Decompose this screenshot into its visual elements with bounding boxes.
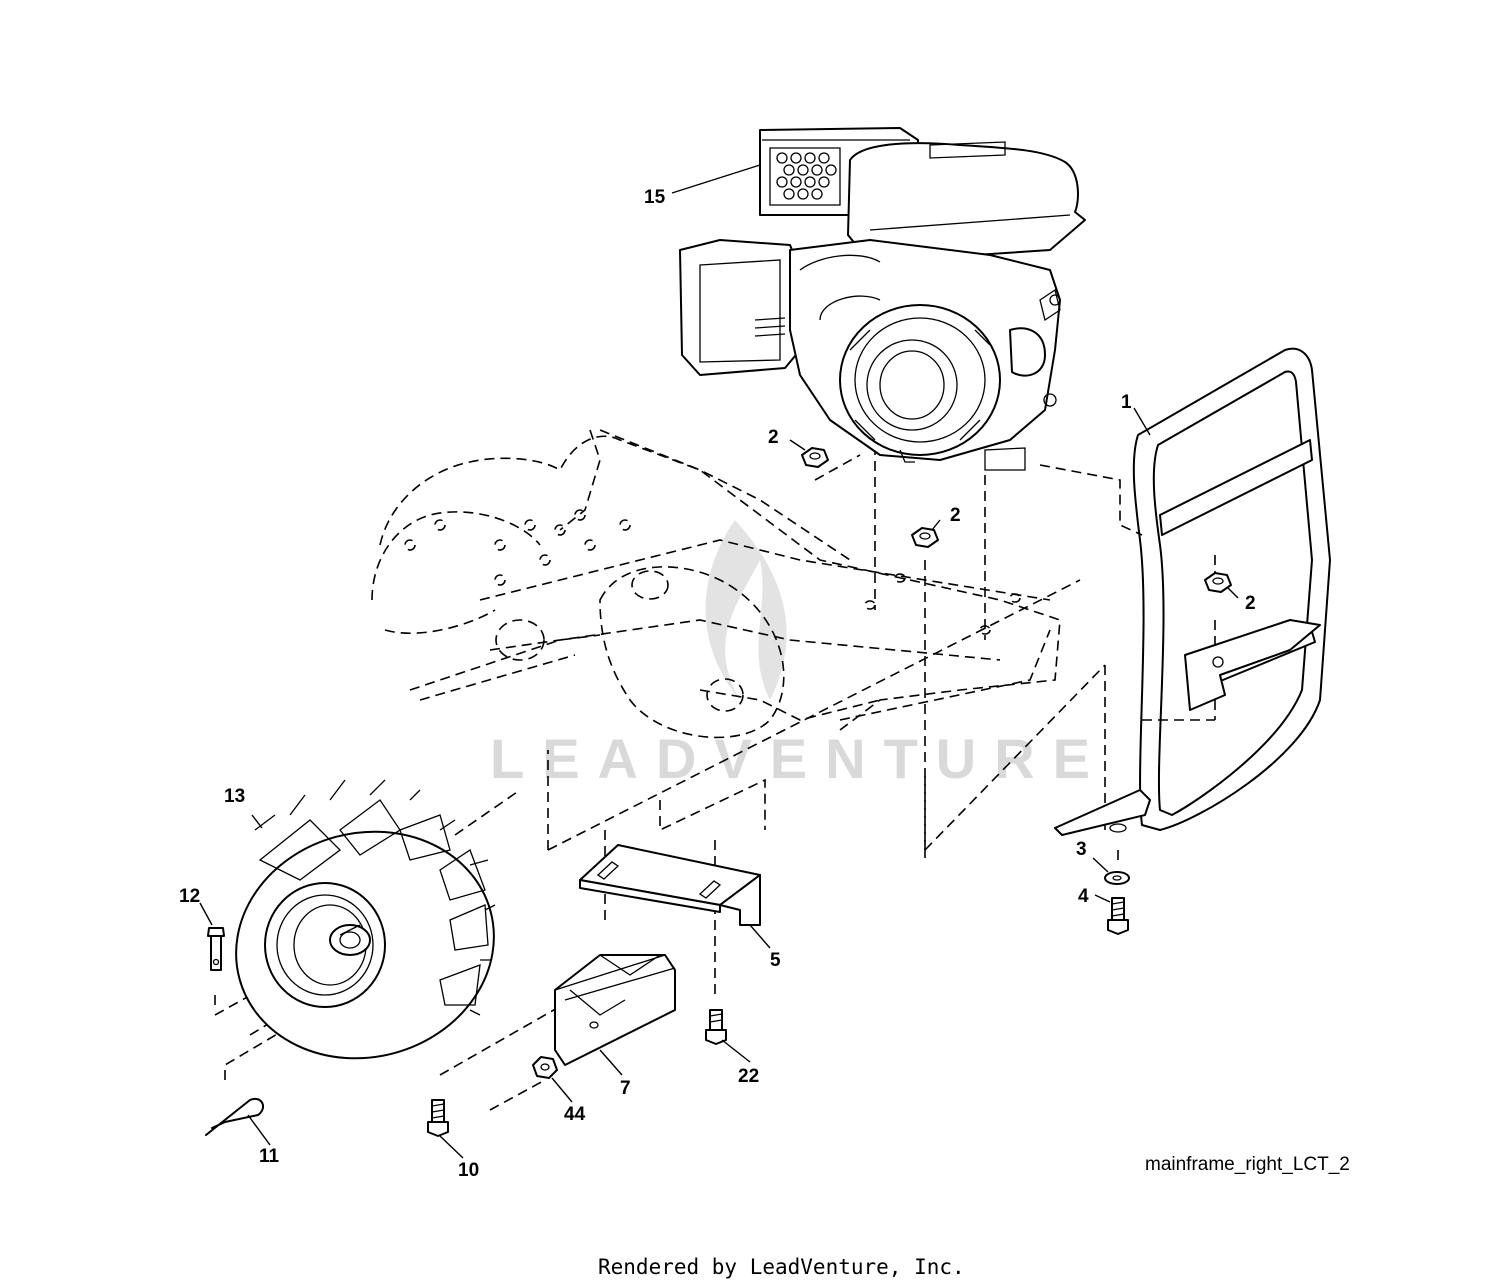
- flat-washer: [1104, 871, 1130, 885]
- callout-nut-engine-center: 2: [950, 505, 961, 526]
- diagram-caption: mainframe_right_LCT_2: [1145, 1154, 1350, 1175]
- callout-bolt-bumper: 4: [1078, 886, 1089, 907]
- wheel-weight: [554, 954, 676, 1066]
- tiller-frame-ghost: [371, 429, 1061, 739]
- callout-weight: 7: [620, 1078, 631, 1099]
- callout-bolt-wheel: 10: [458, 1160, 479, 1181]
- callout-hairpin-clip: 11: [259, 1146, 280, 1167]
- callout-nut-engine-left: 2: [768, 427, 779, 448]
- callout-labels: 15 1 2 2 2 3 4 5 7 22 44 13 12 11 10: [179, 187, 1256, 1181]
- hex-nut-bumper: [1204, 572, 1232, 593]
- bumper-frame: [1054, 347, 1331, 836]
- hairpin-clip: [205, 1097, 265, 1136]
- watermark: LEADVENTURE: [490, 520, 1108, 790]
- callout-bumper: 1: [1121, 392, 1132, 413]
- callout-bolt-bracket: 22: [738, 1066, 759, 1087]
- hex-nut-weight: [532, 1056, 558, 1079]
- hex-bolt-wheel: [427, 1099, 449, 1137]
- callout-bracket: 5: [770, 950, 781, 971]
- weight-bracket: [579, 844, 761, 926]
- wheel-assembly: [235, 779, 496, 1060]
- footer-credit: Rendered by LeadVenture, Inc.: [598, 1255, 965, 1279]
- callout-nut-bumper: 2: [1245, 593, 1256, 614]
- leader-lines: [199, 164, 1239, 1159]
- air-filter-honeycomb: [769, 147, 841, 206]
- hex-nut-engine-left: [801, 447, 829, 468]
- hex-nut-engine-center: [911, 527, 939, 548]
- hex-bolt-bumper: [1107, 897, 1129, 935]
- callout-nut-weight: 44: [564, 1104, 586, 1125]
- callout-engine: 15: [644, 187, 666, 208]
- clevis-pin: [207, 927, 225, 971]
- callout-pin: 12: [179, 886, 200, 907]
- watermark-text: LEADVENTURE: [490, 727, 1108, 790]
- callout-wheel: 13: [224, 786, 245, 807]
- hex-bolt-bracket: [705, 1009, 727, 1045]
- callout-washer: 3: [1076, 839, 1087, 860]
- engine: [679, 127, 1086, 471]
